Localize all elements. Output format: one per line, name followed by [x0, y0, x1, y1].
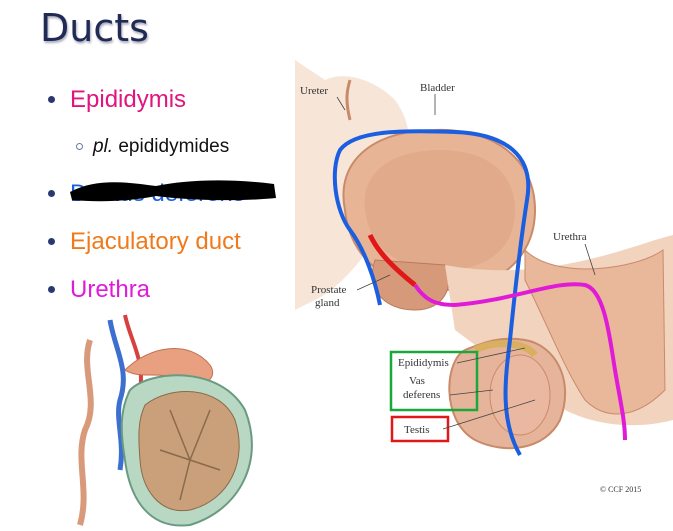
label-testis: Testis — [404, 424, 430, 436]
sub-bullet-prefix: pl. — [93, 136, 114, 157]
svg-text:gland: gland — [315, 297, 340, 309]
label-bladder: Bladder — [420, 82, 455, 94]
testis-highlight-box — [390, 415, 450, 443]
epididymis-highlight-box — [389, 350, 479, 412]
label-urethra: Urethra — [553, 231, 587, 243]
bullet-label-epididymis: Epididymis — [70, 86, 187, 113]
svg-text:Testis: Testis — [404, 424, 430, 436]
label-ureter: Ureter — [300, 85, 328, 97]
svg-text:Bladder: Bladder — [420, 82, 455, 94]
svg-text:© CCF 2015: © CCF 2015 — [600, 485, 641, 494]
bullet-label-urethra: Urethra — [70, 276, 151, 303]
sub-bullet-plural: pl. epididymides — [76, 136, 229, 158]
copyright-text: © CCF 2015 — [600, 485, 641, 494]
svg-text:Ureter: Ureter — [300, 85, 328, 97]
bullet-dot — [48, 190, 55, 197]
label-vas-deferens: Vas deferens — [403, 375, 440, 401]
sub-bullet-ring — [76, 143, 83, 151]
anatomy-illustration: Ureter Bladder Urethra Prostate gland Ep… — [295, 60, 673, 500]
svg-text:deferens: deferens — [403, 389, 440, 401]
label-epididymis: Epididymis — [398, 357, 449, 369]
svg-text:Prostate: Prostate — [311, 284, 347, 296]
redaction-scribble — [70, 180, 276, 202]
svg-text:Urethra: Urethra — [553, 231, 587, 243]
svg-text:Vas: Vas — [409, 375, 425, 387]
label-prostate: Prostate gland — [311, 284, 347, 309]
bullet-label-ejaculatory-duct: Ejaculatory duct — [70, 228, 241, 255]
testis-cross-section-illustration — [77, 314, 253, 527]
svg-text:Epididymis: Epididymis — [398, 357, 449, 369]
bullet-dot — [48, 96, 55, 103]
sub-bullet-text: epididymides — [118, 136, 230, 157]
slide-title: Ducts — [40, 6, 149, 50]
bullet-dot — [48, 286, 55, 293]
bullet-dot — [48, 238, 55, 245]
